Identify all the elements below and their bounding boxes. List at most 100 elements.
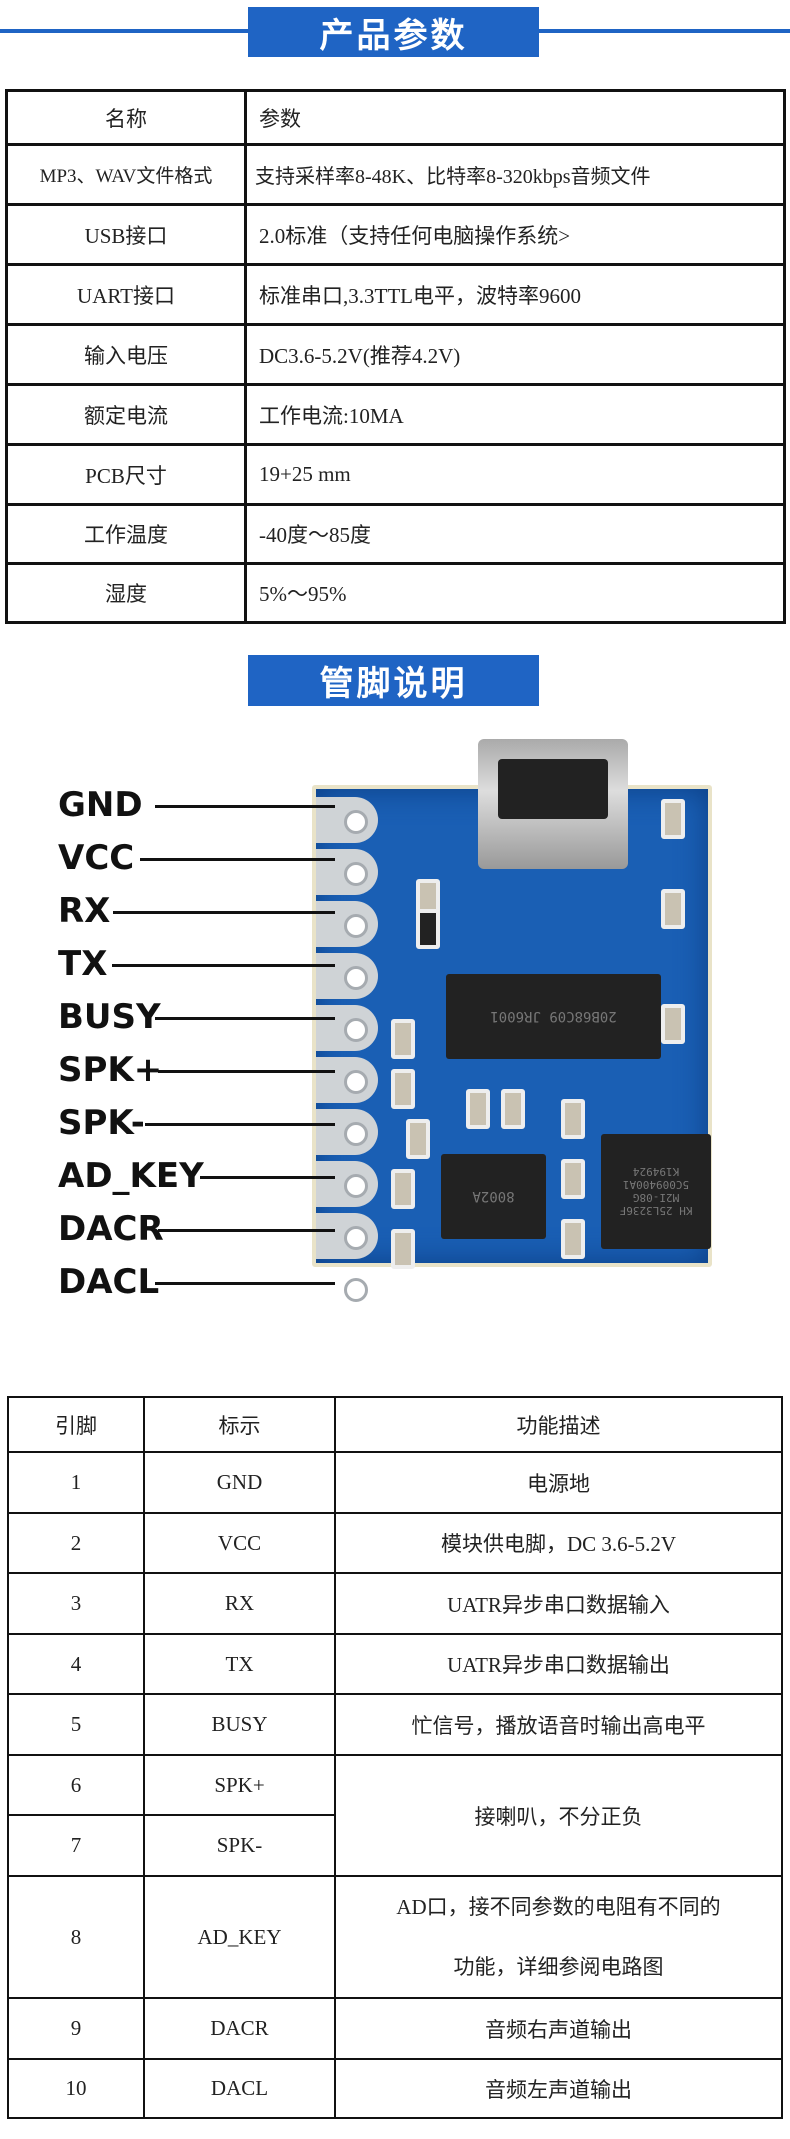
param-value: 支持采样率8-48K、比特率8-320kbps音频文件 — [244, 143, 786, 206]
leader-line — [112, 964, 335, 967]
leader-line — [155, 1282, 335, 1285]
smd-resistor — [391, 1019, 415, 1059]
header-label: 标示 — [143, 1396, 336, 1453]
leader-line — [158, 1070, 335, 1073]
table-row: 工作温度-40度～85度 — [5, 503, 786, 565]
diode — [416, 909, 440, 949]
pin-name: BUSY — [143, 1693, 336, 1756]
micro-usb-connector — [478, 739, 628, 869]
smd-capacitor — [561, 1159, 585, 1199]
pin-name: AD_KEY — [143, 1875, 336, 1999]
main-chip: 20B68C09 JR6001 — [446, 974, 661, 1059]
pin-label-ad-key: AD_KEY — [58, 1156, 204, 1196]
leader-line — [145, 1123, 335, 1126]
pin-label-tx: TX — [58, 944, 108, 984]
pin-pad — [316, 1213, 378, 1259]
pin-label-spk-plus: SPK+ — [58, 1050, 163, 1090]
pin-pad — [316, 849, 378, 895]
smd-capacitor — [406, 1119, 430, 1159]
param-name: MP3、WAV文件格式 — [5, 143, 247, 206]
table-row: MP3、WAV文件格式支持采样率8-48K、比特率8-320kbps音频文件 — [5, 143, 786, 206]
amp-chip: 8002A — [441, 1154, 546, 1239]
pin-number: 3 — [7, 1572, 145, 1635]
pin-label-rx: RX — [58, 891, 111, 931]
pin-label-spk-minus: SPK- — [58, 1103, 145, 1143]
leader-line — [140, 858, 335, 861]
pin-number: 8 — [7, 1875, 145, 1999]
pin-number: 9 — [7, 1997, 145, 2060]
pin-name: SPK- — [143, 1814, 336, 1877]
param-name: 输入电压 — [5, 323, 247, 386]
smd-resistor — [661, 1004, 685, 1044]
header-value: 参数 — [244, 89, 786, 146]
pin-name: DACR — [143, 1997, 336, 2060]
pin-number: 5 — [7, 1693, 145, 1756]
param-name: PCB尺寸 — [5, 443, 247, 506]
pin-number: 2 — [7, 1512, 145, 1574]
smd-capacitor — [561, 1099, 585, 1139]
param-name: 工作温度 — [5, 503, 247, 565]
pin-desc: AD口，接不同参数的电阻有不同的功能，详细参阅电路图 — [334, 1875, 783, 1999]
pin-desc: 音频右声道输出 — [334, 1997, 783, 2060]
pin-desc: UATR异步串口数据输入 — [334, 1572, 783, 1635]
pin-pad — [316, 1005, 378, 1051]
pin-desc: 音频左声道输出 — [334, 2058, 783, 2119]
leader-line — [158, 1229, 335, 1232]
led — [661, 799, 685, 839]
pin-label-gnd: GND — [58, 785, 143, 825]
smd-resistor — [391, 1229, 415, 1269]
leader-line — [155, 805, 335, 808]
smd-resistor — [391, 1169, 415, 1209]
leader-line — [200, 1176, 335, 1179]
pin-number: 4 — [7, 1633, 145, 1695]
pin-label-busy: BUSY — [58, 997, 161, 1037]
pin-label-dacr: DACR — [58, 1209, 164, 1249]
leader-line — [113, 911, 335, 914]
pin-label-dacl: DACL — [58, 1262, 160, 1302]
pin-desc-line1: AD口，接不同参数的电阻有不同的 — [396, 1895, 721, 1919]
header-name: 名称 — [5, 89, 247, 146]
smd-capacitor — [466, 1089, 490, 1129]
pin-number: 6 — [7, 1754, 145, 1816]
pin-name: TX — [143, 1633, 336, 1695]
pin-desc: 电源地 — [334, 1451, 783, 1514]
pin-name: SPK+ — [143, 1754, 336, 1816]
pin-pad — [316, 901, 378, 947]
pin-label-vcc: VCC — [58, 838, 135, 878]
pin-desc: 忙信号，播放语音时输出高电平 — [334, 1693, 783, 1756]
pin-desc: 接喇叭，不分正负 — [334, 1754, 783, 1877]
table-header-row: 名称参数 — [5, 89, 786, 146]
pcb-board: 20B68C09 JR6001 8002A KH 25L3236F M2I-08… — [312, 739, 712, 1302]
pin-name: DACL — [143, 2058, 336, 2119]
smd-capacitor — [501, 1089, 525, 1129]
pin-name: VCC — [143, 1512, 336, 1574]
table-header-row: 引脚标示功能描述 — [7, 1396, 783, 1453]
param-name: UART接口 — [5, 263, 247, 326]
param-value: 工作电流:10MA — [244, 383, 786, 446]
param-value: -40度～85度 — [244, 503, 786, 565]
param-value: 2.0标准（支持任何电脑操作系统> — [244, 203, 786, 266]
table-row: UART接口标准串口,3.3TTL电平，波特率9600 — [5, 263, 786, 326]
module-pinout-diagram: 20B68C09 JR6001 8002A KH 25L3236F M2I-08… — [0, 735, 790, 1335]
pin-name: RX — [143, 1572, 336, 1635]
section-title-params: 产品参数 — [248, 7, 539, 57]
pin-pad — [316, 1161, 378, 1207]
smd-resistor — [661, 889, 685, 929]
table-row: 额定电流工作电流:10MA — [5, 383, 786, 446]
flash-chip: KH 25L3236F M2I-08G 5C009400A1 K194924 — [601, 1134, 711, 1249]
pin-number: 1 — [7, 1451, 145, 1514]
pin-desc-line2: 功能，详细参阅电路图 — [453, 1955, 664, 1979]
param-name: USB接口 — [5, 203, 247, 266]
